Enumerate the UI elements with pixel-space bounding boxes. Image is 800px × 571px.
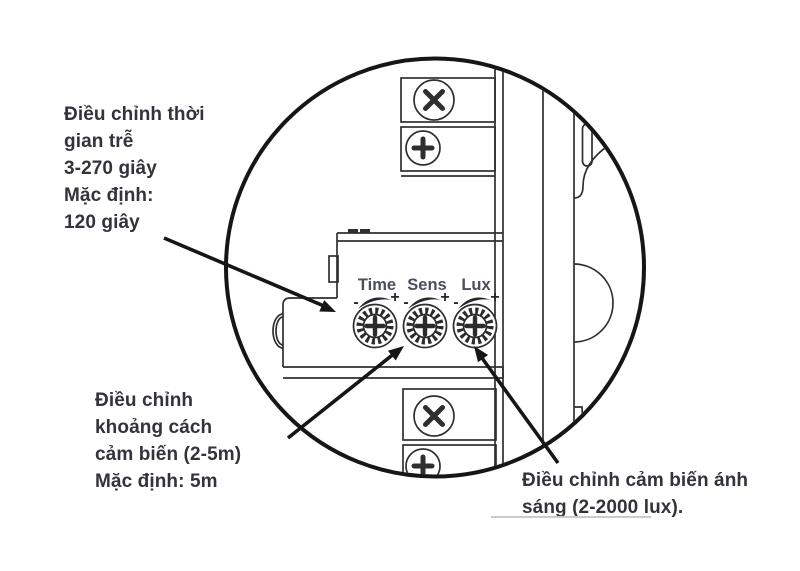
leader-arrows [163,236,560,465]
phillips-screw-icon [405,130,441,166]
x-screw-icon [413,79,455,121]
callout-line: Điều chỉnh cảm biến ánh [522,470,749,491]
knob-label-lux: Lux [461,276,491,294]
underline-rule [491,516,651,518]
terminal-block-bottom [402,388,497,475]
callout-line: 120 giây [64,212,140,233]
callout-sensor-distance: Điều chỉnh khoảng cách cảm biến (2-5m) M… [95,387,241,495]
callout-delay-time: Điều chỉnh thời gian trễ 3-270 giây Mặc … [64,101,205,236]
housing-corner-curve [573,144,610,199]
callout-line: Mặc định: [64,185,154,206]
gear-teeth-icon [356,307,394,345]
cable-grommet-icon [275,316,284,346]
callout-line: khoảng cách [95,417,213,438]
minus-sign: - [353,294,358,311]
callout-line: Điều chỉnh [95,390,194,411]
callout-light-sensor: Điều chỉnh cảm biến ánh sáng (2-2000 lux… [522,467,748,521]
lens-dome-arc [573,263,614,343]
leader-arrow-light [474,346,560,465]
callout-line: Điều chỉnh thời [64,104,205,125]
gear-teeth-icon [406,307,444,345]
callout-line: gian trễ [64,131,134,152]
knob-dial-time [352,303,398,349]
plus-sign: + [440,289,449,306]
callout-line: cảm biến (2-5m) [95,444,242,465]
lid-tick [360,229,370,233]
magnifier-circle [224,56,646,479]
terminal-cell [402,388,497,441]
lid-tick [348,229,358,233]
housing-corner-curve [574,406,614,453]
panel-latch-tab [328,255,339,283]
minus-sign: - [453,294,458,311]
leader-arrow-delay [163,236,336,312]
phillips-screw-icon [405,448,441,475]
leader-arrow-distance [286,346,404,440]
rotation-swoosh-icon [408,297,441,309]
knob-label-time: Time [358,276,396,294]
x-screw-icon [413,395,455,437]
callout-line: Mặc định: 5m [95,471,218,492]
rotation-swoosh-icon [358,297,391,309]
knob-dial-lux [452,303,498,349]
gear-teeth-icon [456,307,494,345]
cable-grommet-icon [272,313,284,349]
minus-sign: - [403,294,408,311]
terminal-cell [400,126,496,172]
knob-dial-sens [402,303,448,349]
terminal-block-top [400,77,496,177]
knob-label-sens: Sens [407,276,446,294]
terminal-cell [400,77,496,123]
adjustment-panel [272,229,504,379]
callout-line: 3-270 giây [64,158,157,179]
callout-line: sáng (2-2000 lux). [522,497,684,518]
plus-sign: + [490,289,499,306]
rotation-swoosh-icon [458,297,491,309]
terminal-cell [402,444,497,475]
device-detail: Time Sens Lux - + - + - + [272,60,614,475]
panel-body-outline [282,297,337,367]
plus-sign: + [390,289,399,306]
